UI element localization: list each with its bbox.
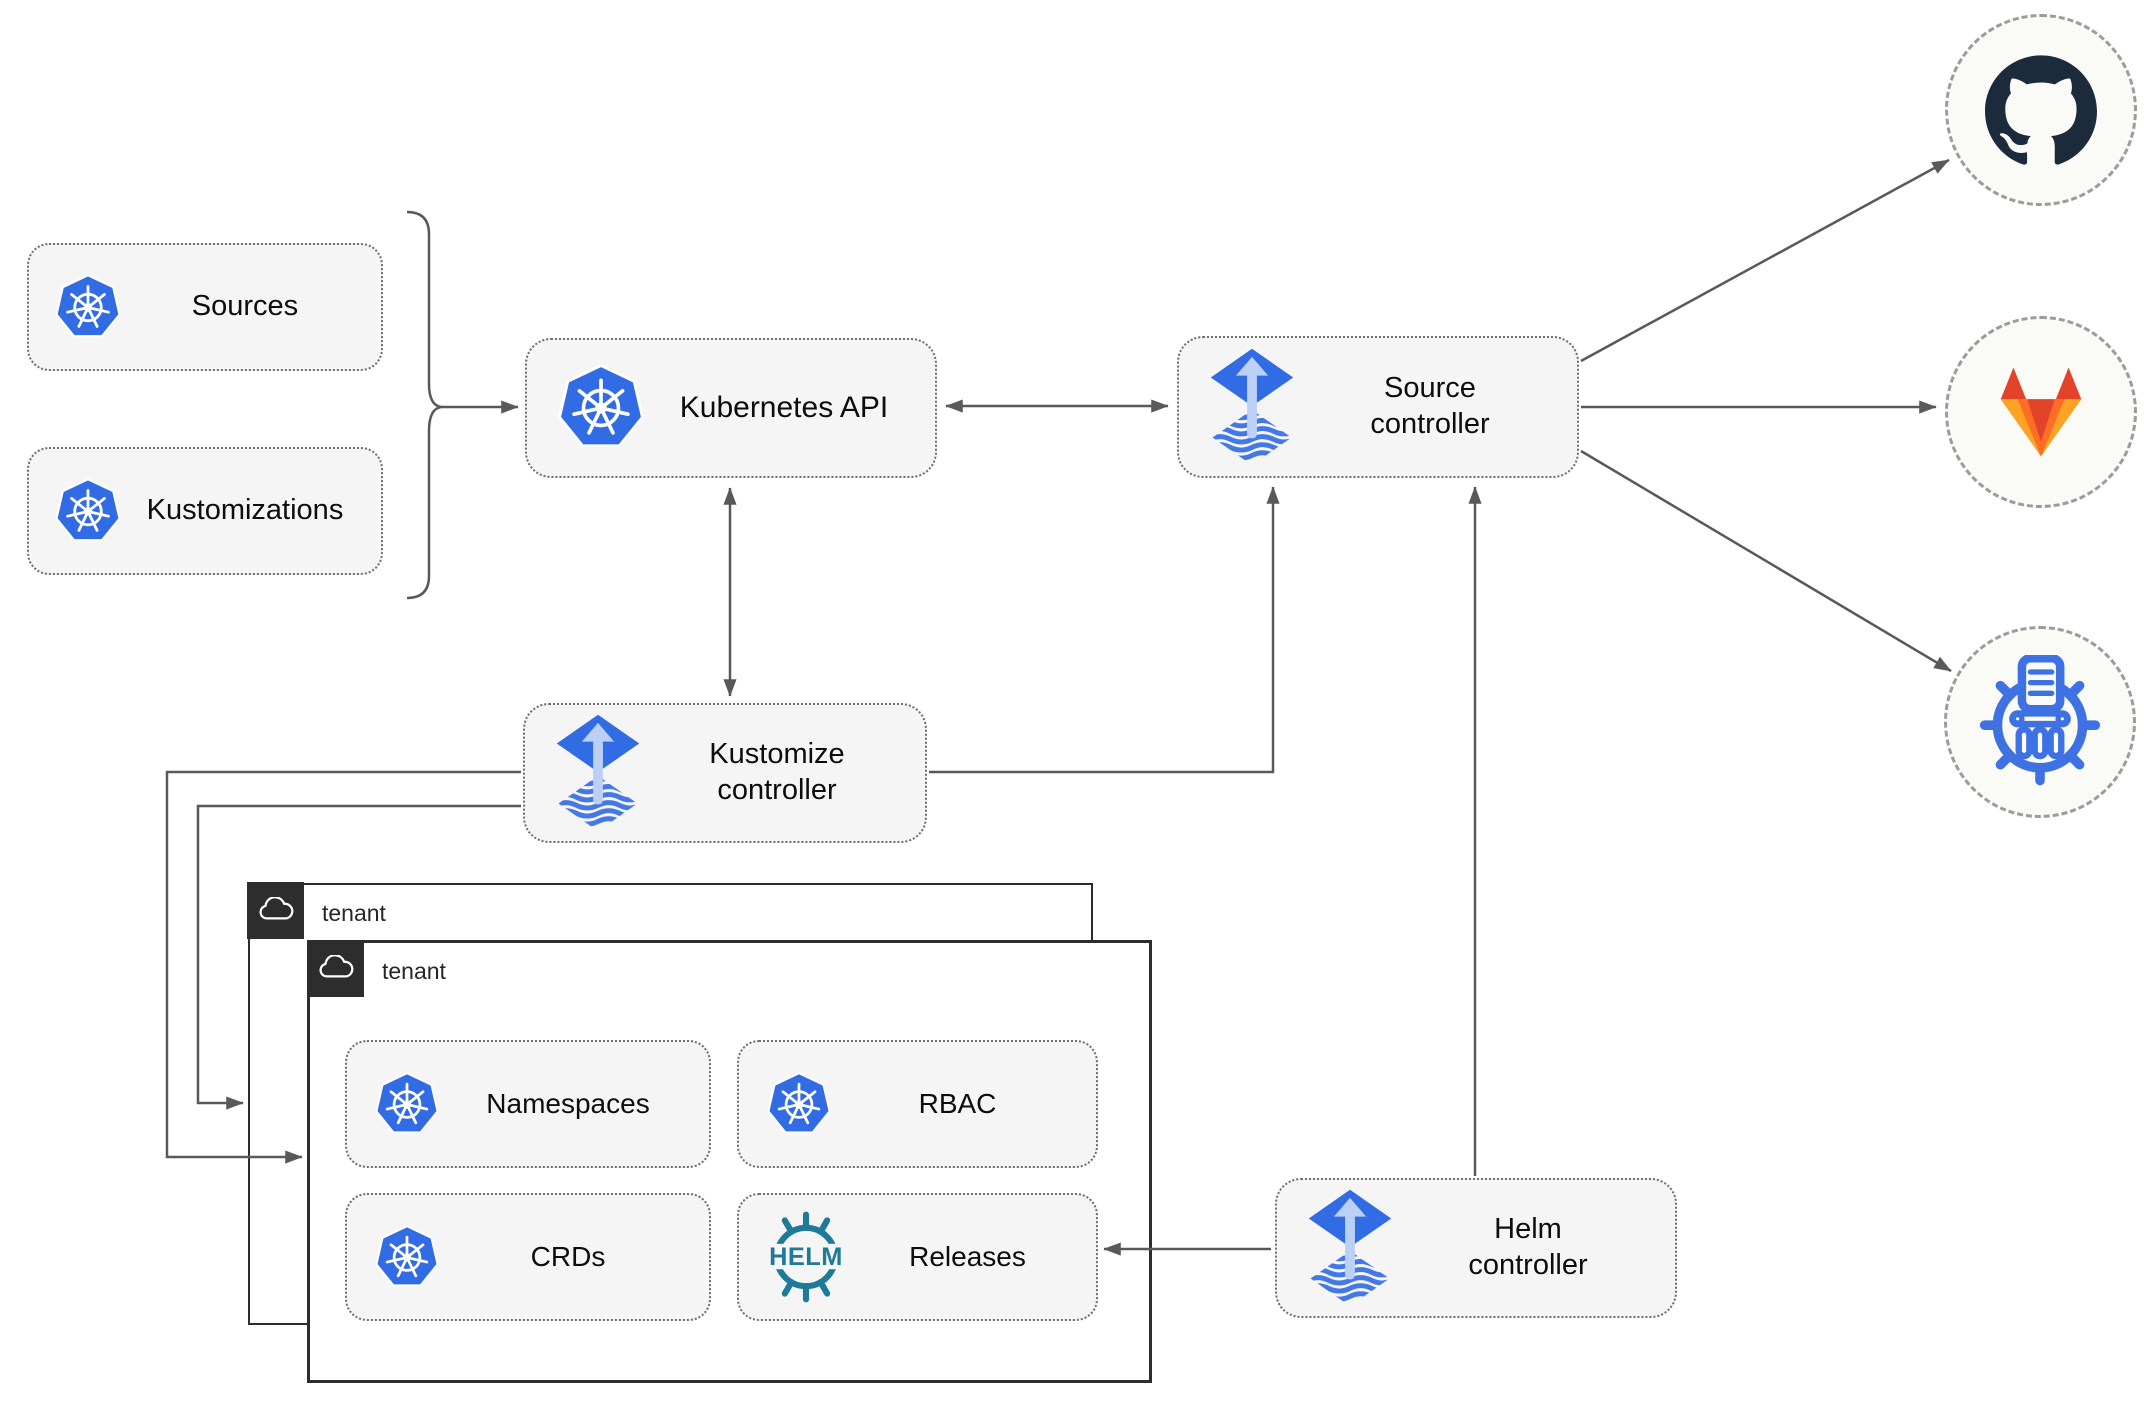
node-helm-controller: Helm controller	[1275, 1178, 1677, 1318]
flux-icon	[553, 713, 643, 834]
gitlab-icon	[2000, 367, 2082, 457]
tenant-tab	[247, 882, 304, 939]
external-github	[1945, 14, 2137, 206]
node-label-source-controller: Source controller	[1370, 372, 1490, 440]
node-kubernetes-api: Kubernetes API	[525, 338, 937, 478]
node-label-crds: CRDs	[530, 1240, 606, 1272]
node-source-controller: Source controller	[1177, 336, 1579, 478]
tenant-label: tenant	[322, 900, 386, 926]
chartmuseum-icon	[1976, 655, 2104, 789]
node-sources: Sources	[27, 243, 383, 371]
kubernetes-icon	[373, 1222, 441, 1293]
tenant-label: tenant	[382, 958, 446, 984]
tenant-tab	[307, 940, 364, 997]
node-kustomize-controller: Kustomize controller	[523, 703, 927, 843]
helm-wheel-text: HELM	[769, 1243, 843, 1271]
node-label-sources: Sources	[191, 290, 299, 323]
node-label-kustomizations: Kustomizations	[146, 494, 344, 527]
node-label-rbac: RBAC	[918, 1087, 997, 1119]
node-label-helm-controller: Helm controller	[1468, 1213, 1588, 1281]
node-label-kubernetes-api: Kubernetes API	[679, 391, 889, 425]
brace-sources-group	[406, 210, 442, 600]
node-namespaces: Namespaces	[345, 1040, 711, 1168]
github-icon	[1985, 55, 2097, 165]
edge-kustomize-controller-to-source-controller	[929, 486, 1280, 774]
node-crds: CRDs	[345, 1193, 711, 1321]
node-label-releases: Releases	[909, 1240, 1026, 1272]
external-gitlab	[1945, 316, 2137, 508]
flux-icon	[1305, 1188, 1395, 1309]
node-kustomizations: Kustomizations	[27, 447, 383, 575]
kubernetes-icon	[373, 1069, 441, 1140]
kubernetes-icon	[53, 271, 123, 344]
flux-icon	[1207, 347, 1297, 468]
edge-source-controller-to-chartmuseum	[1580, 449, 1952, 673]
node-rbac: RBAC	[737, 1040, 1098, 1168]
kubernetes-icon	[555, 360, 647, 456]
node-label-kustomize-controller: Kustomize controller	[709, 738, 845, 806]
node-releases: HELM Releases	[737, 1193, 1098, 1321]
kubernetes-icon	[53, 475, 123, 548]
external-chartmuseum	[1944, 626, 2136, 818]
node-label-namespaces: Namespaces	[486, 1087, 650, 1119]
kubernetes-icon	[765, 1069, 833, 1140]
cloud-icon	[318, 955, 353, 978]
helm-icon: HELM	[759, 1210, 853, 1304]
edge-source-controller-to-github	[1580, 158, 1950, 363]
cloud-icon	[258, 897, 293, 920]
